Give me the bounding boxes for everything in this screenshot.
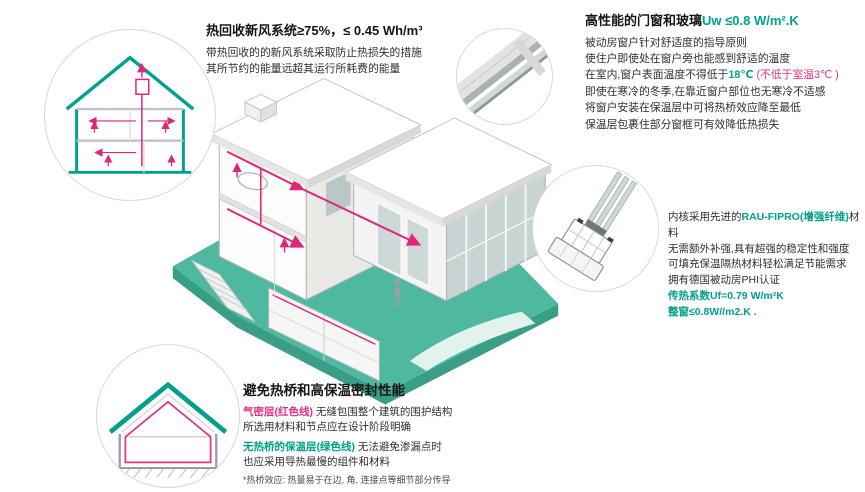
temp-value: 18℃ xyxy=(728,69,754,82)
ventilation-detail-circle xyxy=(44,29,216,201)
windows-desc-line: 即使在寒冷的冬季,在靠近窗户部位也无寒冷不适感 xyxy=(585,85,826,98)
ground-hatching xyxy=(110,468,221,478)
profile-uwindow-value: 整窗≤0.8W//m2.K . xyxy=(668,305,757,318)
windows-desc-line: 使住户即使处在窗户旁也能感到舒适的温度 xyxy=(585,52,791,65)
windows-desc-line: 被动房窗户针对舒适度的指导原则 xyxy=(585,36,747,49)
window-profile-illustration xyxy=(547,171,637,281)
duct-to-wing xyxy=(297,186,422,246)
airtight-label: 气密层(红色线) xyxy=(243,406,313,419)
ventilation-desc-line: 带热回收的的新风系统采取防止热损失的措施 xyxy=(206,46,422,59)
garden-stairs xyxy=(191,259,256,322)
temp-note: (不低于室温3℃ ) xyxy=(753,69,839,82)
house-section-face xyxy=(218,136,307,301)
roof-parapet xyxy=(243,93,278,123)
airtight-detail-circle xyxy=(96,344,240,488)
profile-desc-line: 可填充保温隔热材料轻松满足节能需求 xyxy=(668,258,847,271)
profile-uframe-value: 传热系数Uf=0.79 W/m²K xyxy=(668,289,784,302)
basement-cutaway xyxy=(268,287,380,382)
airtight-line-1: 气密层(红色线) 无缝包围整个建筑的围护结构 xyxy=(243,405,483,420)
ventilation-house-illustration xyxy=(65,55,195,174)
terrain-path xyxy=(409,311,536,371)
insulation-line-2: 也应采用导热最慢的组件和材料 xyxy=(243,455,390,468)
windows-temp-line: 在室内,窗户表面温度不得低于18℃ (不低于室温3℃ ) xyxy=(585,67,861,83)
ventilation-text-block: 热回收新风系统≥75%，≤ 0.45 Wh/m³ 带热回收的的新风系统采取防止热… xyxy=(206,22,456,77)
profile-intro-b: 材料 xyxy=(668,211,860,239)
ventilation-desc-line: 其所节约的能量远超其运行所耗费的能量 xyxy=(206,62,401,75)
windows-text-block: 高性能的门窗和玻璃Uw ≤0.8 W/m².K 被动房窗户针对舒适度的指导原则 … xyxy=(585,12,861,133)
windows-title: 高性能的门窗和玻璃Uw ≤0.8 W/m².K xyxy=(585,12,861,30)
hrv-unit xyxy=(135,78,150,95)
glass-wing xyxy=(344,117,553,302)
thermal-footnote: *热桥效应: 热量易于在边, 角, 连接点等细节部分传导 xyxy=(243,474,451,485)
isometric-house-drawing xyxy=(172,77,559,405)
se-window-1 xyxy=(325,171,351,217)
window-corner-illustration xyxy=(457,29,552,121)
windows-desc-line: 保温层包裹住部分窗框可有效降低热损失 xyxy=(585,118,780,131)
windows-title-uvalue: Uw ≤0.8 W/m².K xyxy=(702,13,799,28)
profile-intro-a: 内核采用先进的 xyxy=(668,211,742,223)
windows-title-text: 高性能的门窗和玻璃 xyxy=(585,13,703,28)
profile-desc-line: 无需额外补强,具有超强的稳定性和强度 xyxy=(668,242,850,255)
insulation-line-1: 无热桥的保温层(绿色线) 无法避免渗漏点时 xyxy=(243,440,483,455)
person-figure xyxy=(394,279,401,307)
ventilation-ducts xyxy=(226,150,305,253)
flat-roof-main xyxy=(210,77,422,189)
window-corner-circle xyxy=(456,28,553,125)
insulation-text-1: 无法避免渗漏点时 xyxy=(355,441,442,454)
insulation-label: 无热桥的保温层(绿色线) xyxy=(243,441,355,454)
main-house-illustration xyxy=(158,76,573,408)
profile-desc-line: 拥有德国被动房PHI认证 xyxy=(668,274,781,286)
ventilation-title: 热回收新风系统≥75%，≤ 0.45 Wh/m³ xyxy=(206,23,423,38)
temp-text: 在室内,窗户表面温度不得低于 xyxy=(585,69,729,82)
thermal-title: 避免热桥和高保温密封性能 xyxy=(243,383,405,398)
windows-desc-line: 将窗户安装在保温层中可将热桥效应降至最低 xyxy=(585,102,801,115)
airtight-text-1: 无缝包围整个建筑的围护结构 xyxy=(313,406,453,419)
airtight-red-line xyxy=(124,400,212,464)
window-profile-circle xyxy=(532,165,659,292)
airtight-line-2: 所选用材料和节点应在设计阶段明确 xyxy=(243,421,411,434)
airtight-house-illustration xyxy=(108,381,228,478)
profile-text-block: 内核采用先进的RAU-FIPRO(增强纤维)材料 无需额外补强,具有超强的稳定性… xyxy=(668,210,865,320)
profile-intro-line: 内核采用先进的RAU-FIPRO(增强纤维)材料 xyxy=(668,210,865,242)
thermal-text-block: 避免热桥和高保温密封性能 气密层(红色线) 无缝包围整个建筑的围护结构 所选用材… xyxy=(243,382,483,487)
profile-material-name: RAU-FIPRO(增强纤维) xyxy=(741,211,849,223)
